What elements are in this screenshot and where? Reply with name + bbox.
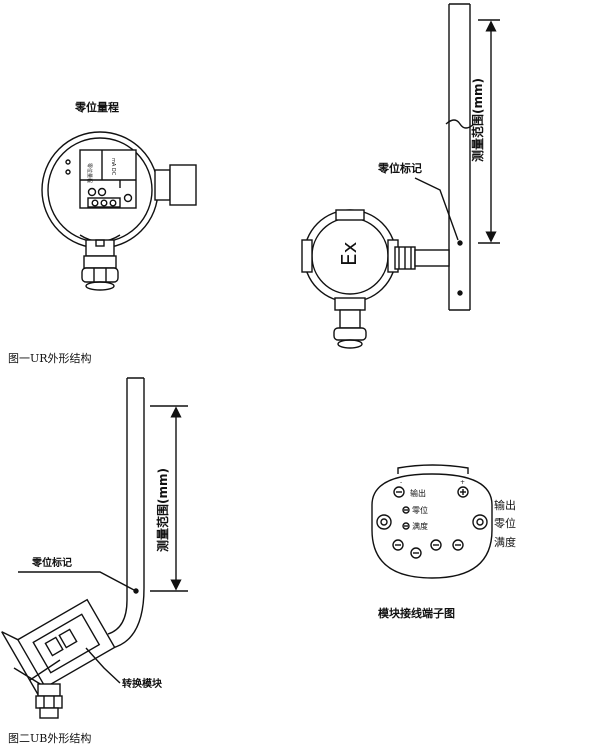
zero-range-label: 零位量程 bbox=[74, 100, 119, 114]
module-top-tab bbox=[397, 464, 469, 474]
fitting bbox=[414, 249, 450, 267]
range-label-1: 测量范围(mm) bbox=[470, 78, 485, 162]
terminal-label-output: 输出 bbox=[410, 488, 426, 498]
terminal-title: 模块接线端子图 bbox=[378, 606, 455, 620]
side-label-zero: 零位 bbox=[494, 516, 516, 530]
caption-fig1: 图一UR外形结构 bbox=[8, 351, 92, 365]
plate-text-1: 零位量程 bbox=[86, 163, 93, 183]
zero-mark-label-1: 零位标记 bbox=[377, 161, 422, 175]
neck bbox=[85, 239, 115, 257]
range-label-2: 测量范围(mm) bbox=[155, 468, 170, 552]
break-mark bbox=[445, 119, 475, 129]
ur-side-view: 测量范围(mm) 零位标记 Ex bbox=[301, 3, 500, 349]
side-label-span: 满度 bbox=[494, 535, 516, 549]
caption-fig2: 图二UB外形结构 bbox=[8, 731, 91, 745]
zero-mark-dot bbox=[457, 240, 463, 246]
ub-zero-dot bbox=[133, 588, 139, 594]
terminal-label-span: 满度 bbox=[412, 521, 428, 531]
hex-nut bbox=[81, 267, 119, 283]
mount-hole-right bbox=[472, 514, 488, 530]
ub-view: 测量范围(mm) 零位标记 转换模块 bbox=[1, 377, 188, 719]
mount-hole-left bbox=[376, 514, 392, 530]
span-pot bbox=[402, 522, 410, 530]
terminal-screw-plus bbox=[457, 486, 469, 498]
zero-pot bbox=[402, 506, 410, 514]
side-label-output: 输出 bbox=[494, 498, 516, 512]
terminal-screw-minus bbox=[393, 486, 405, 498]
cable-gland bbox=[169, 164, 197, 206]
zero-mark-label-2: 零位标记 bbox=[31, 556, 72, 569]
ex-mark: Ex bbox=[337, 241, 361, 266]
module-label: 转换模块 bbox=[122, 677, 163, 690]
terminal-screw bbox=[87, 187, 97, 197]
module-body bbox=[371, 473, 493, 579]
terminal-label-zero: 零位 bbox=[412, 505, 428, 515]
plate-text-2: mA DC bbox=[110, 158, 116, 176]
minus-sign: - bbox=[400, 479, 402, 486]
plus-sign: + bbox=[460, 479, 465, 486]
terminal-block: - + bbox=[371, 464, 493, 579]
ur-front-view: 零位量程 零位量程 mA DC bbox=[41, 100, 197, 291]
